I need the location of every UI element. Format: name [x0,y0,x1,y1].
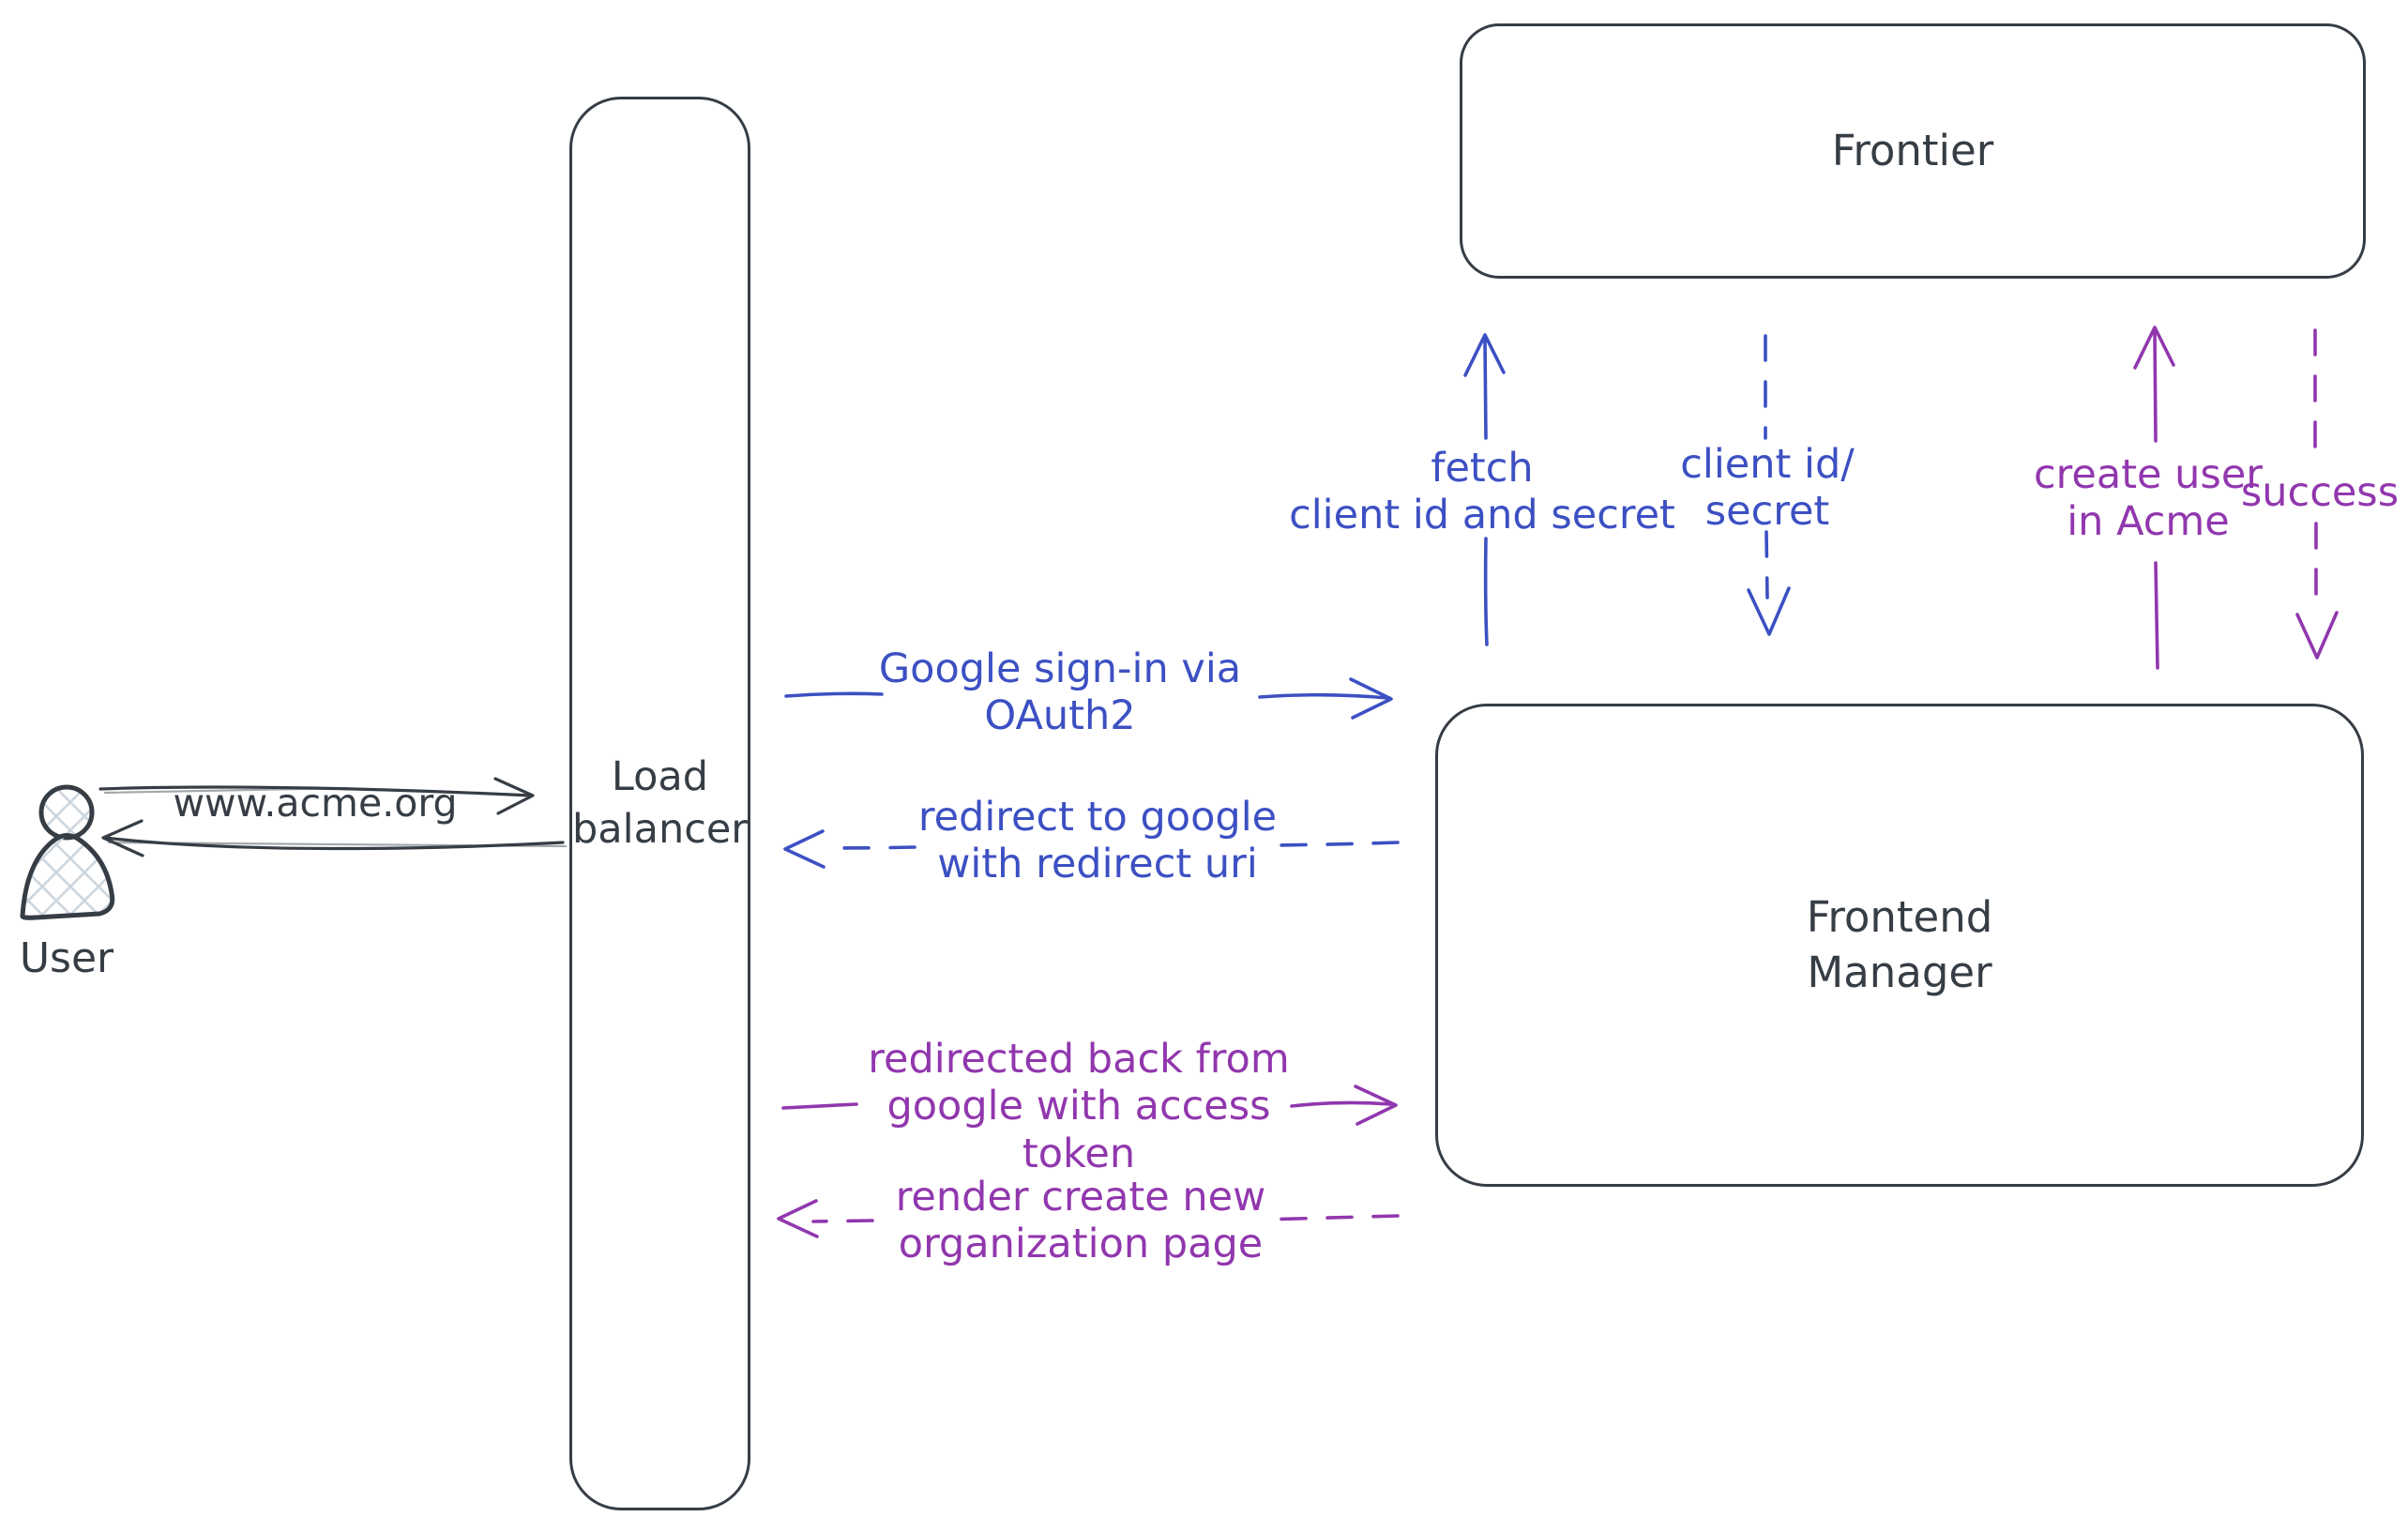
message-www-acme: www.acme.org [173,781,458,826]
arrow-create-user [2133,326,2175,670]
arrow-google-signin-line [784,691,884,698]
user-head-icon [38,784,95,841]
arrow-client-id-secret-head [1747,586,1791,636]
message-redirected-back: redirected back from google with access … [868,1036,1290,1177]
arrow-success [2295,328,2339,660]
user-label: User [19,934,114,982]
arrow-google-signin-head [1349,677,1393,720]
arrow-www-acme-head [493,777,535,815]
arrow-redirect-google-line2 [825,845,916,850]
message-client-id-secret: client id/ secret [1680,441,1855,536]
arrow-www-acme-line-sketch [103,786,349,795]
arrow-fetch-client [1463,333,1506,646]
load-balancer-box: Load balancer [569,97,750,1510]
message-render-org-page: render create new organization page [895,1174,1266,1268]
message-success: success [2240,469,2400,516]
arrow-render-org-page-head [777,1199,819,1238]
arrow-redirect-google-head [783,829,825,869]
frontier-label: Frontier [1831,125,1994,175]
arrow-lb-response-line-sketch [107,841,568,848]
message-create-user: create user in Acme [2034,451,2263,546]
arrow-success-head [2295,611,2339,660]
message-google-signin: Google sign-in via OAuth2 [878,645,1242,740]
arrow-redirected-back [781,1085,1398,1126]
arrow-www-acme-line [98,785,533,797]
user-figure [20,784,115,920]
arrow-redirected-back-line [781,1102,858,1110]
arrow-create-user-line2 [2153,329,2158,443]
arrow-google-signin [784,677,1393,720]
user-body-icon [20,833,115,920]
arrow-fetch-client-head [1463,333,1506,377]
arrow-lb-response-head [101,819,144,857]
arrow-redirected-back-line2 [1290,1100,1392,1108]
message-fetch-client: fetch client id and secret [1289,445,1675,539]
arrow-client-id-secret [1747,334,1791,636]
arrow-create-user-line [2154,561,2159,670]
message-redirect-google: redirect to google with redirect uri [917,794,1278,888]
arrow-render-org-page-line [1262,1214,1400,1221]
arrow-fetch-client-line2 [1483,338,1488,440]
arrow-create-user-head [2133,326,2175,370]
arrow-redirect-google-line [1274,841,1400,847]
arrow-redirected-back-head [1354,1085,1398,1126]
load-balancer-label: Load balancer [572,752,748,853]
frontier-box: Frontier [1460,23,2366,279]
arrow-lb-response-line [103,836,565,851]
arrow-www-acme [98,777,535,815]
arrow-fetch-client-line [1483,537,1489,646]
arrow-client-id-secret-line2 [1764,530,1769,599]
arrow-lb-response [101,819,568,857]
arrow-render-org-page [777,1199,1400,1238]
arrow-google-signin-line2 [1258,692,1389,700]
arrow-redirect-google [783,829,1400,869]
frontend-manager-box: Frontend Manager [1435,704,2364,1187]
frontend-manager-label: Frontend Manager [1806,892,1993,997]
